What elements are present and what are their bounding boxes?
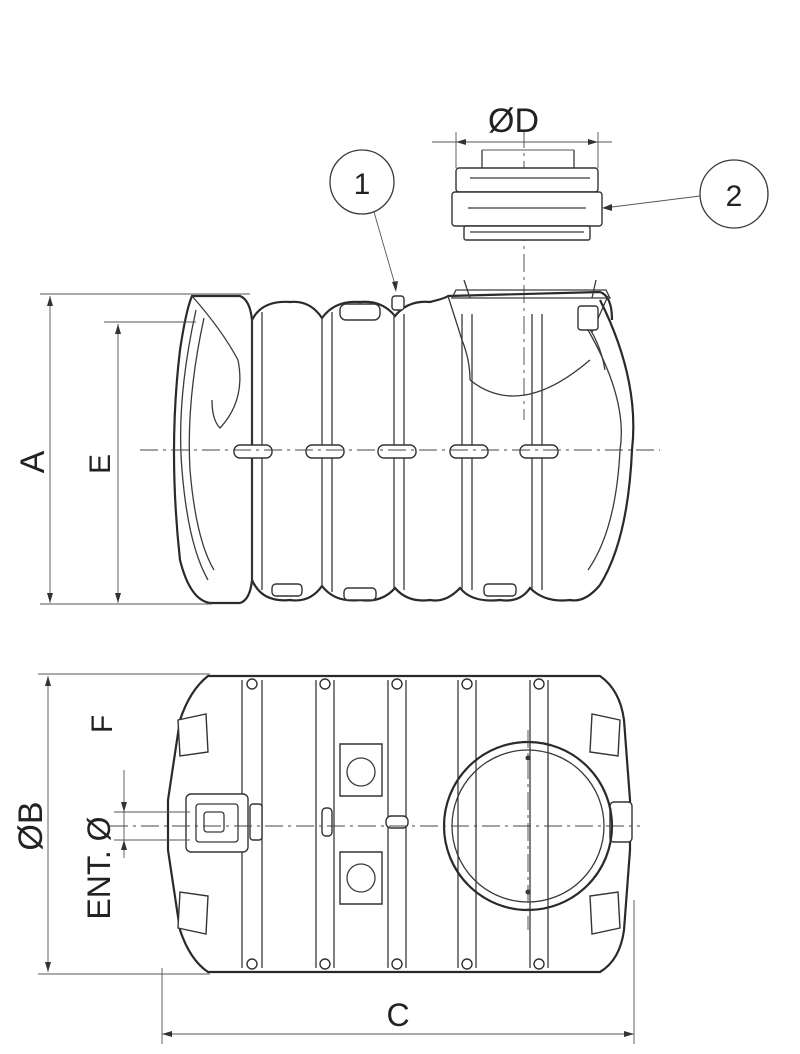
side-view xyxy=(140,130,660,605)
inlet-diameter-label: ENT. Ø xyxy=(81,816,117,919)
dimension-b: ØB xyxy=(12,673,210,975)
top-view xyxy=(110,674,640,974)
dimension-d-label: ØD xyxy=(488,102,539,140)
callout-2: 2 xyxy=(602,159,769,229)
dimension-e: E xyxy=(84,321,196,603)
callout-2-label: 2 xyxy=(726,180,743,213)
dimension-a: A xyxy=(14,293,250,605)
manhole-riser xyxy=(451,149,603,241)
dimension-d: ØD xyxy=(432,102,612,168)
dimension-a-label: A xyxy=(14,450,52,473)
dimension-c-label: C xyxy=(386,997,409,1033)
dimension-c: C xyxy=(161,900,635,1044)
dimension-b-label: ØB xyxy=(12,801,50,850)
dimension-f-label: F xyxy=(86,715,119,733)
callout-1-label: 1 xyxy=(354,168,371,201)
dimension-e-label: E xyxy=(84,454,117,474)
dimension-f: F xyxy=(86,715,190,858)
callout-1: 1 xyxy=(329,149,398,292)
